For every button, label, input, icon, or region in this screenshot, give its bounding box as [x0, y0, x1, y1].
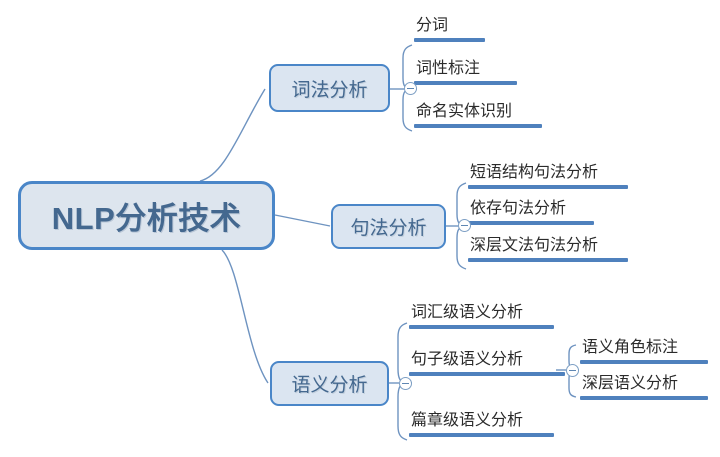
branch-node-syntactic-label: 句法分析: [350, 218, 427, 239]
branch-node-semantic[interactable]: 语义分析: [270, 361, 389, 406]
leaf-item-lexical-3[interactable]: 命名实体识别: [414, 102, 542, 128]
collapse-marker-syntactic[interactable]: [458, 219, 471, 232]
leaf-underline: [580, 360, 708, 364]
collapse-marker-sentence-level[interactable]: [566, 364, 579, 377]
branch-node-syntactic[interactable]: 句法分析: [331, 204, 446, 249]
leaf-underline: [409, 372, 565, 376]
leaf-item-sentence-1[interactable]: 语义角色标注: [580, 338, 708, 364]
leaf-item-syntactic-3[interactable]: 深层文法句法分析: [468, 236, 628, 262]
leaf-label: 句子级语义分析: [411, 351, 524, 368]
leaf-underline: [414, 81, 517, 85]
collapse-marker-lexical[interactable]: [404, 82, 417, 95]
branch-node-semantic-label: 语义分析: [291, 375, 368, 396]
leaf-item-semantic-3[interactable]: 篇章级语义分析: [409, 411, 554, 437]
edge-root-to-semantic: [221, 249, 269, 384]
leaf-underline: [409, 325, 554, 329]
leaf-item-semantic-1[interactable]: 词汇级语义分析: [409, 303, 554, 329]
leaf-label: 分词: [416, 17, 449, 34]
root-node[interactable]: NLP分析技术: [18, 181, 275, 250]
leaf-label: 篇章级语义分析: [411, 412, 524, 429]
leaf-underline: [580, 396, 708, 400]
leaf-label: 深层文法句法分析: [470, 237, 599, 254]
leaf-underline: [414, 124, 542, 128]
leaf-item-syntactic-1[interactable]: 短语结构句法分析: [468, 163, 628, 189]
leaf-label: 语义角色标注: [582, 339, 679, 356]
leaf-label: 词性标注: [416, 60, 481, 77]
leaf-item-lexical-2[interactable]: 词性标注: [414, 59, 517, 85]
leaf-underline: [414, 38, 485, 42]
leaf-underline: [468, 258, 628, 262]
branch-node-lexical-label: 词法分析: [291, 79, 368, 101]
leaf-label: 依存句法分析: [470, 200, 567, 217]
edge-root-to-syntactic: [274, 214, 331, 227]
leaf-underline: [468, 221, 594, 225]
leaf-underline: [468, 185, 628, 189]
leaf-item-sentence-2[interactable]: 深层语义分析: [580, 374, 708, 400]
collapse-marker-semantic[interactable]: [399, 377, 412, 390]
leaf-label: 词汇级语义分析: [411, 304, 524, 321]
root-node-label: NLP分析技术: [51, 201, 242, 236]
leaf-label: 短语结构句法分析: [470, 164, 599, 181]
leaf-item-syntactic-2[interactable]: 依存句法分析: [468, 199, 594, 225]
leaf-underline: [409, 433, 554, 437]
branch-node-lexical[interactable]: 词法分析: [269, 64, 390, 112]
leaf-label: 深层语义分析: [582, 375, 679, 392]
leaf-item-semantic-2[interactable]: 句子级语义分析: [409, 350, 565, 376]
leaf-label: 命名实体识别: [416, 103, 513, 120]
edge-root-to-lexical: [199, 88, 266, 182]
leaf-item-lexical-1[interactable]: 分词: [414, 16, 485, 42]
